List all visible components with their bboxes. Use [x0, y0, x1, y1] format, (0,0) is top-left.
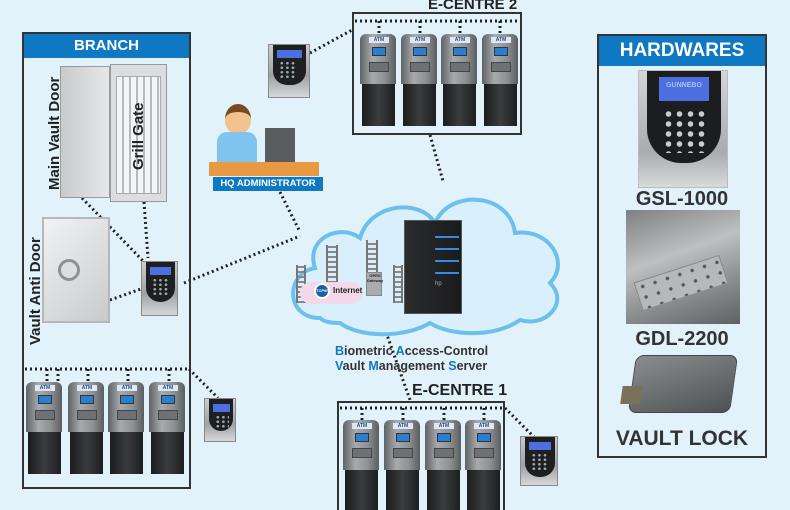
hardwares-title: HARDWARES [599, 36, 765, 66]
branch-atm-keypad [204, 398, 236, 442]
link-ecentre2-cloud [428, 134, 445, 182]
atm: ATM [360, 34, 396, 126]
ecentre2-title: E-CENTRE 2 [428, 0, 518, 13]
gsl-1000-image: GUNNEBO [638, 70, 728, 188]
atm: ATM [149, 382, 185, 474]
ecentre2-keypad [268, 44, 310, 98]
admin-body [217, 132, 257, 162]
atm: ATM [441, 34, 477, 126]
link-ecentre1-keypad [503, 406, 536, 439]
link-antidoor-keypad [109, 287, 142, 302]
tower-4 [393, 265, 403, 303]
branch-access-keypad [141, 261, 178, 316]
gdl-2200-image [626, 210, 740, 324]
atm: ATM [108, 382, 144, 474]
server-caption: Biometric Access-Control Vault Managemen… [335, 344, 488, 374]
gprs-gateway-device [366, 272, 382, 296]
server-brand-logo: hp [435, 281, 442, 287]
branch-box: BRANCH [22, 32, 191, 489]
ecentre1-keypad [520, 436, 558, 486]
atm: ATM [68, 382, 104, 474]
server-caption-line2: Vault Management Server [335, 359, 488, 373]
tower-2 [326, 245, 338, 293]
hq-administrator-label: HQ ADMINISTRATOR [213, 177, 323, 191]
hq-administrator-illustration [205, 100, 320, 176]
main-vault-door-label: Main Vault Door [46, 76, 63, 190]
monitor [265, 128, 295, 166]
gdl-2200-label: GDL-2200 [635, 328, 729, 350]
link-branch-keypad-cloud [183, 234, 301, 285]
ecentre1-title: E-CENTRE 1 [412, 382, 508, 399]
main-vault-door [60, 64, 167, 202]
atm: ATM [343, 420, 379, 510]
atm: ATM [26, 382, 62, 474]
branch-title: BRANCH [24, 34, 189, 58]
gprs-gateway-label: GPRS Gateway [366, 273, 384, 283]
atm: ATM [401, 34, 437, 126]
atm: ATM [465, 420, 501, 510]
link-cloud-ecentre1 [384, 331, 412, 401]
link-vaultdoor-keypad [80, 196, 148, 266]
admin-head [225, 104, 251, 134]
desk [209, 162, 319, 176]
gsl-1000-screen: GUNNEBO [659, 77, 709, 101]
atm: ATM [482, 34, 518, 126]
atm: ATM [425, 420, 461, 510]
link-grillgate-keypad [142, 201, 150, 259]
internet-label: Internet [333, 286, 363, 295]
gsl-1000-label: GSL-1000 [635, 188, 729, 210]
link-keypad-ecentre2 [309, 28, 353, 55]
link-branch-atm-keypad [187, 367, 220, 400]
vault-lock-image [620, 355, 739, 413]
grill-gate-label: Grill Gate [130, 102, 147, 170]
server: hp [404, 220, 462, 314]
vault-lock-label: VAULT LOCK [615, 427, 749, 450]
atm: ATM [384, 420, 420, 510]
server-caption-line1: Biometric Access-Control [335, 344, 489, 358]
vault-anti-door [42, 217, 110, 323]
ecentre2-box [352, 12, 522, 135]
ecentre1-box [337, 401, 505, 510]
vault-anti-door-label: Vault Anti Door [27, 237, 44, 345]
hardwares-box: HARDWARES [597, 34, 767, 458]
tcpip-icon: TCP/IP [314, 283, 330, 299]
